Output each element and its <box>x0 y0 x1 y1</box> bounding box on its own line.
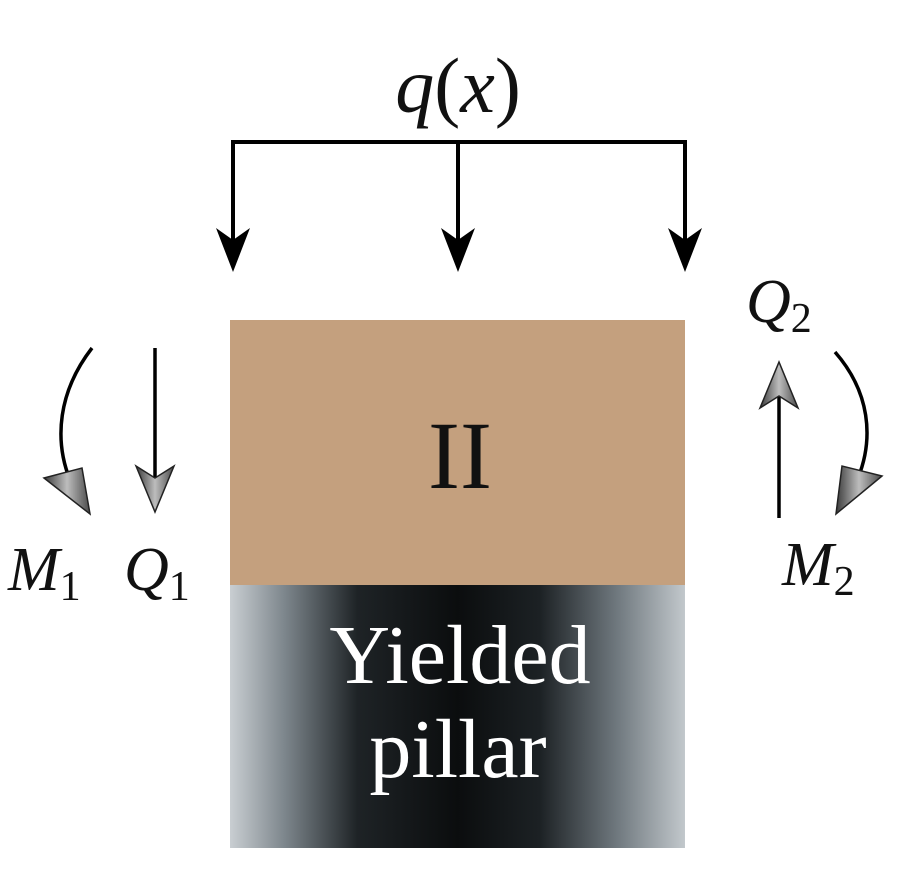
load-symbol: q <box>395 42 434 129</box>
pillar-label-line1: Yielded <box>329 609 590 702</box>
load-close-paren: ) <box>495 42 521 129</box>
moment-m1-arrowhead <box>42 467 92 516</box>
load-variable: x <box>459 42 495 129</box>
moment-m2-arrowhead <box>835 465 884 516</box>
moment-m2-arrow <box>833 350 869 479</box>
load-open-paren: ( <box>434 42 460 129</box>
load-arrowhead-left <box>216 228 250 272</box>
shear-q2-arrowhead <box>758 360 800 410</box>
load-arrowhead-right <box>668 228 702 272</box>
shear-q1-label: Q1 <box>124 536 190 610</box>
load-arrowhead-center <box>441 228 475 272</box>
yielded-pillar <box>230 585 685 848</box>
moment-m2-label: M2 <box>781 531 855 605</box>
pillar-label-line2: pillar <box>369 703 546 796</box>
shear-q2-label: Q2 <box>746 268 812 342</box>
moment-m1-arrow <box>59 346 94 481</box>
load-label: q(x) <box>395 42 521 129</box>
distributed-load-arrows <box>231 140 687 252</box>
moment-m1-label: M1 <box>7 536 81 610</box>
block-ii-label: II <box>428 402 492 509</box>
shear-q1-arrowhead <box>134 464 176 514</box>
block-ii <box>230 320 685 585</box>
